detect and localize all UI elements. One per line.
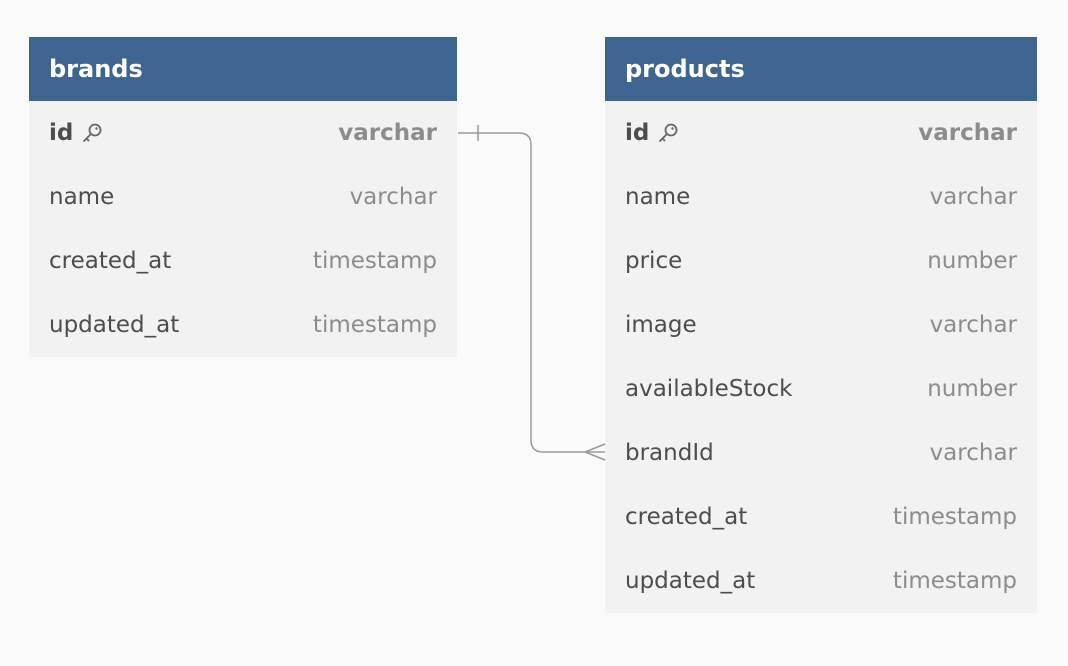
field-name: id xyxy=(625,120,650,146)
field-row-brands-name[interactable]: name varchar xyxy=(29,165,457,229)
key-icon xyxy=(81,122,103,144)
brands-table[interactable]: brands id varchar name varchar created_a… xyxy=(29,37,457,357)
field-row-products-image[interactable]: image varchar xyxy=(605,293,1037,357)
field-type: varchar xyxy=(349,184,437,210)
key-icon xyxy=(657,122,679,144)
field-type: varchar xyxy=(918,120,1017,146)
field-type: varchar xyxy=(929,440,1017,466)
relationship-brands-products[interactable] xyxy=(458,125,606,461)
field-row-brands-updated-at[interactable]: updated_at timestamp xyxy=(29,293,457,357)
field-type: varchar xyxy=(929,184,1017,210)
field-type: timestamp xyxy=(312,248,437,274)
field-name: image xyxy=(625,312,697,338)
field-name: price xyxy=(625,248,683,274)
table-header-brands[interactable]: brands xyxy=(29,37,457,101)
field-row-products-name[interactable]: name varchar xyxy=(605,165,1037,229)
field-row-brands-created-at[interactable]: created_at timestamp xyxy=(29,229,457,293)
field-name: created_at xyxy=(49,248,172,274)
field-name: id xyxy=(49,120,74,146)
field-name: availableStock xyxy=(625,376,793,402)
field-type: varchar xyxy=(338,120,437,146)
field-name: updated_at xyxy=(625,568,756,594)
field-name: name xyxy=(49,184,115,210)
field-row-products-price[interactable]: price number xyxy=(605,229,1037,293)
field-row-products-id[interactable]: id varchar xyxy=(605,101,1037,165)
field-row-products-brand-id[interactable]: brandId varchar xyxy=(605,421,1037,485)
field-name: name xyxy=(625,184,691,210)
relationship-connector[interactable] xyxy=(458,132,605,453)
field-row-products-updated-at[interactable]: updated_at timestamp xyxy=(605,549,1037,613)
field-name: created_at xyxy=(625,504,748,530)
field-row-products-available-stock[interactable]: availableStock number xyxy=(605,357,1037,421)
field-name: brandId xyxy=(625,440,714,466)
field-type: timestamp xyxy=(892,568,1017,594)
many-marker xyxy=(582,443,606,461)
field-row-brands-id[interactable]: id varchar xyxy=(29,101,457,165)
field-row-products-created-at[interactable]: created_at timestamp xyxy=(605,485,1037,549)
field-type: varchar xyxy=(929,312,1017,338)
field-type: number xyxy=(927,248,1017,274)
field-type: timestamp xyxy=(892,504,1017,530)
table-header-products[interactable]: products xyxy=(605,37,1037,101)
field-type: number xyxy=(927,376,1017,402)
field-name: updated_at xyxy=(49,312,180,338)
field-type: timestamp xyxy=(312,312,437,338)
products-table[interactable]: products id varchar name varchar price n… xyxy=(605,37,1037,613)
